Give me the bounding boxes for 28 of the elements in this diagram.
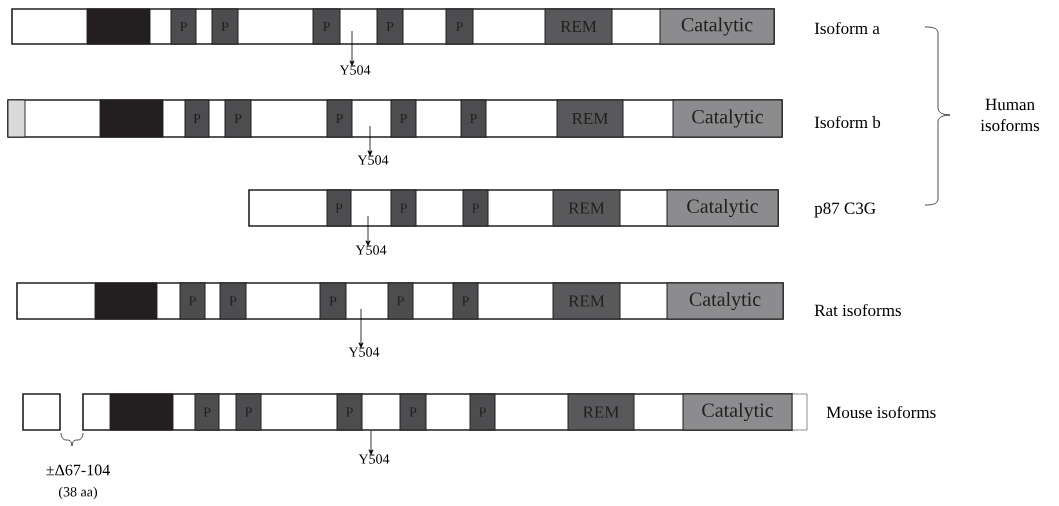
- residue-label: Y504: [358, 454, 390, 464]
- residue-label: Y504: [339, 65, 371, 75]
- group-label: Human isoforms: [980, 98, 1040, 132]
- catalytic-domain-box: Catalytic: [672, 99, 783, 138]
- residue-label: Y504: [355, 245, 387, 255]
- isoform-label: Rat isoforms: [814, 303, 901, 317]
- isoform-label: Isoform b: [814, 115, 881, 129]
- catalytic-domain-box: Catalytic: [666, 282, 784, 320]
- rem-domain-box: REM: [556, 99, 624, 138]
- rem-domain-box: REM: [552, 282, 621, 320]
- catalytic-domain-box: Catalytic: [682, 393, 793, 431]
- rem-domain-box: REM: [552, 189, 621, 227]
- residue-label: Y504: [348, 347, 380, 357]
- deletion-label: (38 aa): [59, 486, 97, 500]
- catalytic-domain-box: Catalytic: [659, 8, 775, 45]
- rem-domain-box: REM: [567, 393, 635, 431]
- isoform-label: Isoform a: [814, 21, 880, 35]
- rem-domain-box: REM: [544, 8, 613, 45]
- arrow: [358, 308, 364, 348]
- arrow: [368, 430, 374, 455]
- residue-label: Y504: [357, 155, 389, 165]
- isoform-label: Mouse isoforms: [826, 405, 936, 419]
- arrow: [365, 215, 371, 246]
- isoform-label: p87 C3G: [814, 202, 876, 218]
- arrow: [367, 125, 373, 156]
- arrow: [349, 30, 355, 66]
- catalytic-domain-box: Catalytic: [666, 189, 779, 227]
- deletion-label: ±Δ67-104: [46, 464, 110, 476]
